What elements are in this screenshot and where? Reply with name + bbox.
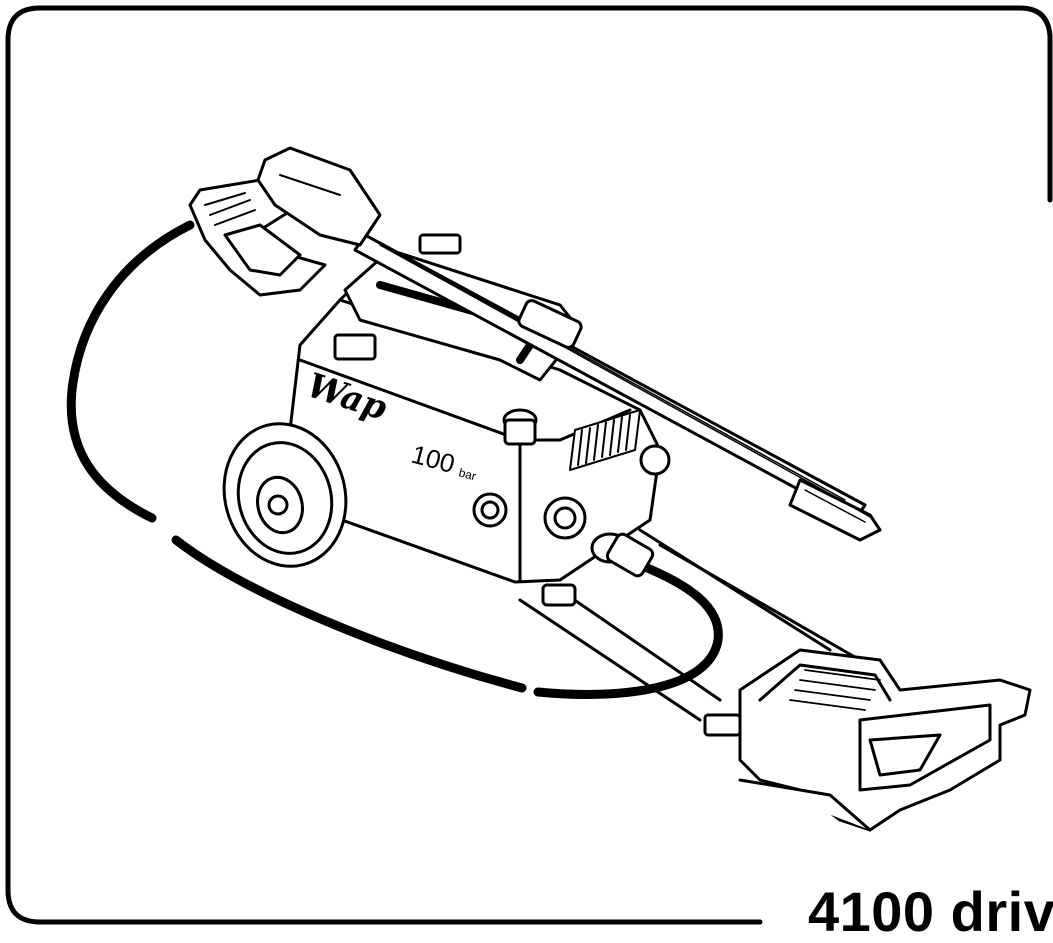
hose-upper-arc: [66, 220, 195, 523]
frame-border: [5, 5, 1053, 925]
vent-grille: [569, 409, 641, 471]
hose-pump-segment: [533, 560, 723, 699]
hose-coupling: [590, 532, 655, 578]
model-title: 4100 driv: [808, 880, 1053, 943]
wheel: [222, 422, 348, 568]
pressure-rating-unit: bar: [457, 465, 477, 483]
reel-handle: [703, 648, 1032, 832]
hose-lower-segment: [171, 535, 527, 693]
spray-gun: [188, 146, 382, 297]
trolley-frame: [518, 528, 862, 722]
